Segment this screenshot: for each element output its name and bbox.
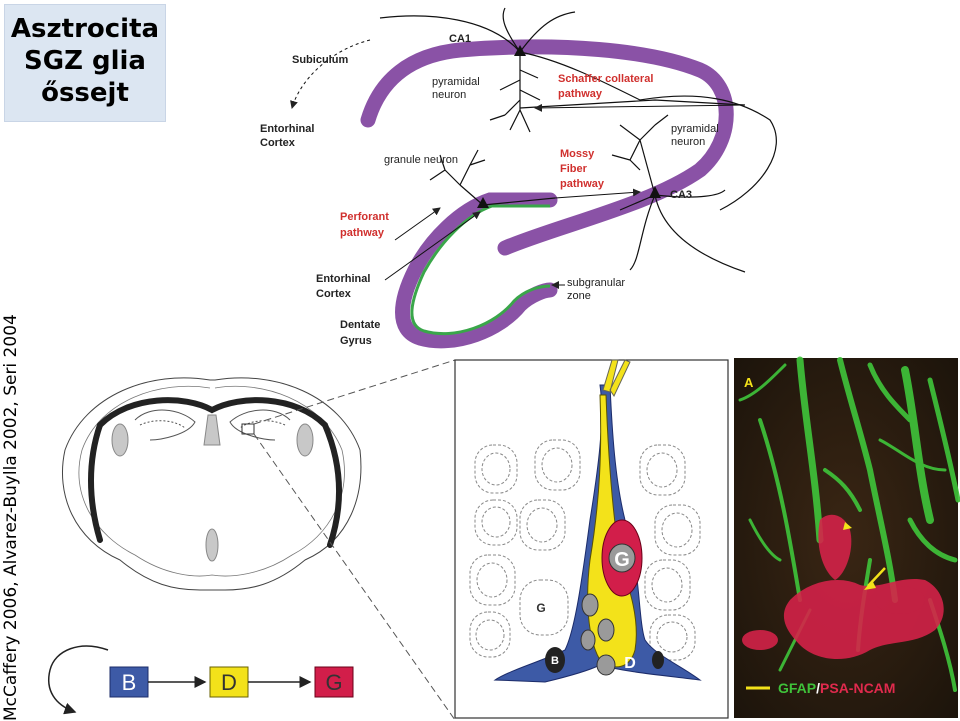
lineage-label-g: G bbox=[325, 670, 342, 695]
subgranular-zone-line bbox=[410, 204, 551, 336]
hippocampus-diagram: CA1 CA3 Subiculum Entorhinal Cortex pyra… bbox=[260, 7, 777, 349]
niche-label-g-small: G bbox=[536, 601, 545, 615]
left-hippocampus-outline bbox=[134, 409, 196, 441]
label-pyramidal-1a: pyramidal bbox=[432, 76, 480, 88]
ca-band bbox=[360, 39, 734, 256]
label-perforant-2: pathway bbox=[340, 227, 385, 239]
label-schaffer-2: pathway bbox=[558, 88, 603, 100]
legend-gfap: GFAP bbox=[778, 680, 816, 696]
label-perforant-1: Perforant bbox=[340, 211, 389, 223]
sgz-niche-schematic: G G B D bbox=[454, 359, 729, 719]
radial-process bbox=[602, 359, 631, 398]
micrograph-panel-label: A bbox=[744, 375, 754, 390]
zoom-box bbox=[241, 423, 255, 435]
label-dentate-1: Dentate bbox=[340, 319, 380, 331]
niche-label-g-large: G bbox=[614, 549, 630, 571]
lineage-label-b: B bbox=[122, 670, 137, 695]
label-entorhinal-bottom-1: Entorhinal bbox=[316, 273, 370, 285]
entorhinal-arrow bbox=[384, 211, 481, 281]
perforant-arrow bbox=[394, 207, 441, 241]
niche-label-d: D bbox=[624, 655, 636, 672]
title-line-3: őssejt bbox=[41, 78, 129, 108]
fluorescence-micrograph: A GFAP/PSA-NCAM bbox=[734, 356, 960, 718]
self-renewal-arrow bbox=[48, 645, 109, 715]
label-mossy-3: pathway bbox=[560, 178, 605, 190]
legend-separator: / bbox=[816, 680, 820, 696]
label-pyramidal-1b: neuron bbox=[432, 89, 466, 101]
title-line-1: Asztrocita bbox=[10, 14, 160, 44]
ca3-pyramidal-neuron bbox=[519, 99, 746, 273]
lower-ventricle bbox=[205, 528, 219, 562]
label-entorhinal-top-2: Cortex bbox=[260, 137, 296, 149]
niche-label-b: B bbox=[551, 655, 559, 667]
left-ventricle bbox=[111, 423, 129, 457]
label-ca3: CA3 bbox=[670, 189, 692, 201]
label-subgranular-2: zone bbox=[567, 290, 591, 302]
third-ventricle bbox=[203, 414, 221, 446]
brain-coronal-section bbox=[61, 359, 456, 721]
label-ca1: CA1 bbox=[449, 33, 471, 45]
legend-psa-ncam: PSA-NCAM bbox=[820, 680, 895, 696]
mossy-fiber-arrow bbox=[554, 188, 641, 199]
brain-outline bbox=[61, 377, 362, 591]
lineage-label-d: D bbox=[221, 670, 237, 695]
label-mossy-1: Mossy bbox=[560, 148, 595, 160]
lineage-diagram: B D G bbox=[48, 645, 354, 715]
label-dentate-2: Gyrus bbox=[340, 335, 372, 347]
label-pyramidal-2b: neuron bbox=[671, 136, 705, 148]
brain-inner-outline bbox=[78, 385, 345, 577]
subiculum-dashed-arrow bbox=[290, 39, 371, 109]
label-schaffer-1: Schaffer collateral bbox=[558, 73, 653, 85]
right-hippocampus-outline bbox=[229, 409, 291, 441]
label-entorhinal-bottom-2: Cortex bbox=[316, 288, 352, 300]
lineage-box-d bbox=[209, 666, 249, 698]
right-ventricle bbox=[296, 423, 314, 457]
label-pyramidal-2a: pyramidal bbox=[671, 123, 719, 135]
psa-ncam-red-region bbox=[742, 514, 944, 660]
schaffer-arrow bbox=[534, 103, 746, 112]
arrowhead-marker bbox=[843, 522, 852, 530]
title-box: Asztrocita SGZ glia őssejt bbox=[4, 4, 166, 122]
micrograph-legend: GFAP/PSA-NCAM bbox=[778, 680, 895, 696]
label-granule-neuron: granule neuron bbox=[384, 154, 458, 166]
d-cell-nuclei bbox=[580, 593, 616, 676]
label-entorhinal-top-1: Entorhinal bbox=[260, 123, 314, 135]
corpus-callosum bbox=[97, 397, 343, 548]
label-mossy-2: Fiber bbox=[560, 163, 588, 175]
dentate-band bbox=[395, 192, 558, 349]
lineage-box-g bbox=[314, 666, 354, 698]
label-subgranular-1: subgranular bbox=[567, 277, 625, 289]
label-subiculum: Subiculum bbox=[292, 54, 348, 66]
title-line-2: SGZ glia bbox=[24, 46, 146, 76]
ca1-pyramidal-neuron bbox=[379, 7, 777, 211]
granule-neuron bbox=[429, 149, 556, 208]
